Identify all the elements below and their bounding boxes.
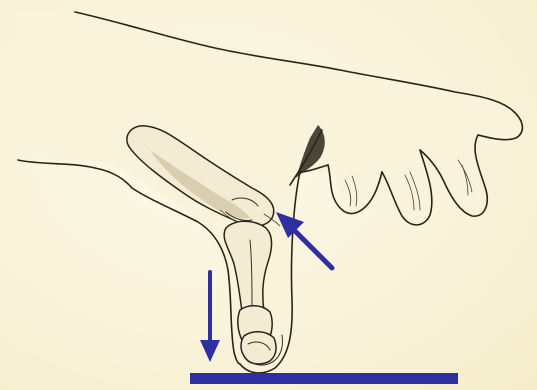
horizontal-bar [190,373,458,384]
distal-phalanx [241,332,276,364]
vertical-arrow [200,272,220,362]
